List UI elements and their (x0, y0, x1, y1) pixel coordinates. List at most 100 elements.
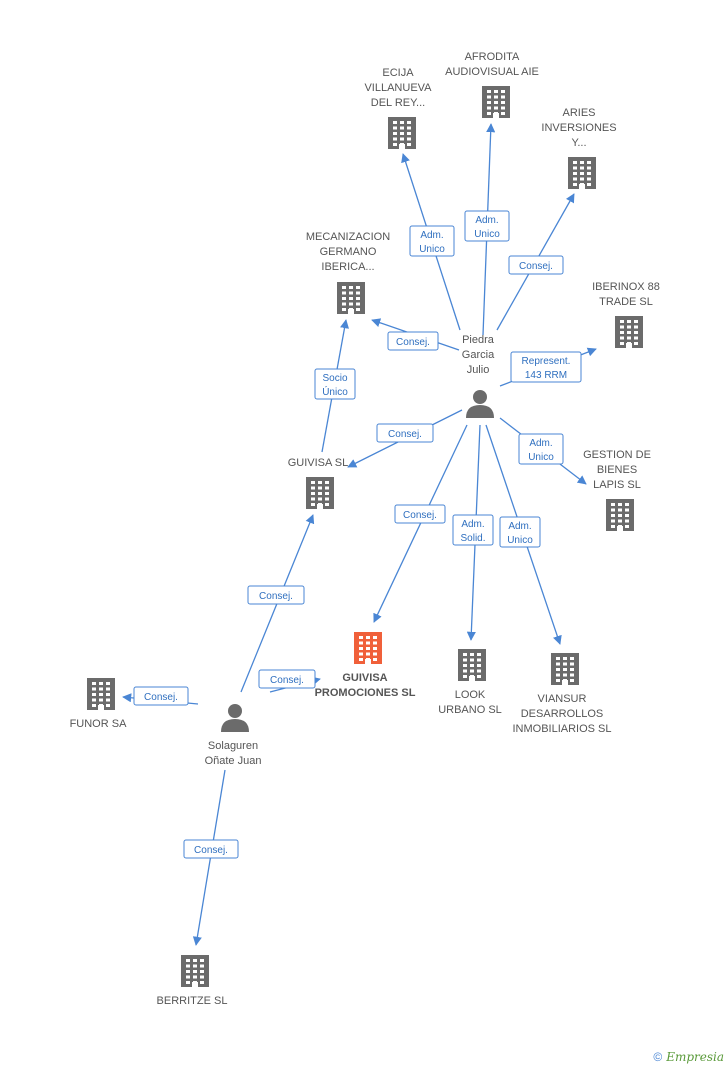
edge-label-text: Consej. (259, 591, 293, 602)
edge-label[interactable]: Consej. (394, 504, 446, 524)
node-label: INVERSIONES (541, 122, 616, 134)
edge-label-text: Adm. (461, 519, 484, 530)
edge-label-text: Adm. (508, 521, 531, 532)
edge-label-text: Consej. (270, 675, 304, 686)
node-label: GUIVISA (342, 672, 387, 684)
node-label: AUDIOVISUAL AIE (445, 66, 539, 78)
edge-label-box (387, 331, 439, 351)
node-label: BERRITZE SL (157, 995, 228, 1007)
node-label: ECIJA (382, 67, 414, 79)
person-icon (221, 704, 249, 732)
edge-label-text: Consej. (403, 510, 437, 521)
edge-label-box (183, 839, 239, 859)
building-icon (568, 157, 596, 189)
node-label: Piedra (462, 334, 495, 346)
node-label: IBERICA... (321, 261, 374, 273)
node-label: INMOBILIARIOS SL (512, 723, 611, 735)
edge-label[interactable]: Consej. (258, 669, 316, 689)
node-label: DESARROLLOS (521, 708, 604, 720)
edge-label[interactable]: Consej. (376, 423, 434, 443)
edge-label-text: Represent. (522, 356, 571, 367)
node-label: Oñate Juan (205, 755, 262, 767)
building-icon (606, 499, 634, 531)
node-label: BIENES (597, 464, 637, 476)
edge-label-box (247, 585, 305, 605)
node-label: ARIES (562, 107, 595, 119)
node-label: Y... (571, 137, 586, 149)
person-icon (466, 390, 494, 418)
copyright-icon: © (653, 1050, 663, 1064)
building-icon (337, 282, 365, 314)
node-label: FUNOR SA (70, 718, 128, 730)
building-icon (615, 316, 643, 348)
node-label: AFRODITA (465, 51, 520, 63)
brand-logo: Empresia (666, 1050, 724, 1064)
edge-label-text: Adm. (420, 230, 443, 241)
node-label: DEL REY... (371, 97, 425, 109)
edge-label[interactable]: Consej. (247, 585, 305, 605)
node-mecanizacion[interactable]: MECANIZACIONGERMANOIBERICA... (306, 231, 390, 314)
edge-label-text: 143 RRM (525, 370, 567, 381)
edge-label-box (409, 225, 455, 257)
edge-label-box (499, 516, 541, 548)
edge-label-text: Adm. (475, 215, 498, 226)
edge-label[interactable]: Consej. (387, 331, 439, 351)
node-label: Solaguren (208, 740, 258, 752)
edge-label[interactable]: Adm. Unico (409, 225, 455, 257)
node-aries[interactable]: ARIES INVERSIONES Y... (541, 107, 617, 189)
edge-label-text: Unico (419, 244, 445, 255)
edge-label[interactable]: Consej. (508, 255, 564, 275)
node-label: Julio (467, 364, 490, 376)
edge-label-text: Socio (322, 373, 347, 384)
node-label: GUIVISA SL (288, 457, 349, 469)
edge-label[interactable]: Adm. Unico (518, 433, 564, 465)
edge-label-box (258, 669, 316, 689)
edge-label-text: Solid. (460, 533, 485, 544)
building-icon (482, 86, 510, 118)
node-label: Garcia (462, 349, 495, 361)
edge-label-box (518, 433, 564, 465)
edge-label-box (394, 504, 446, 524)
edge-label-box (452, 514, 494, 546)
edge-label[interactable]: Represent. 143 RRM (510, 351, 582, 383)
building-icon (458, 649, 486, 681)
node-berritze[interactable]: BERRITZE SL (157, 955, 228, 1007)
edge-label-text: Unico (507, 535, 533, 546)
edge-label-box (510, 351, 582, 383)
edge-label-box (464, 210, 510, 242)
edge-label-text: Unico (474, 229, 500, 240)
node-label: URBANO SL (438, 704, 502, 716)
edge-label-text: Unico (528, 452, 554, 463)
edge-label[interactable]: Adm. Unico (499, 516, 541, 548)
node-label: IBERINOX 88 (592, 281, 660, 293)
building-icon (181, 955, 209, 987)
edge-label-text: Consej. (396, 337, 430, 348)
node-guivisa_prom[interactable]: GUIVISA PROMOCIONES SL (315, 632, 416, 699)
node-ecija[interactable]: ECIJA VILLANUEVA DEL REY... (364, 67, 432, 149)
edge-label[interactable]: Consej. (133, 686, 189, 706)
edge-label-text: Adm. (529, 438, 552, 449)
edge-labels-layer: Adm.UnicoAdm.UnicoConsej.Consej.Represen… (133, 210, 582, 859)
node-label: PROMOCIONES SL (315, 687, 416, 699)
node-funor[interactable]: FUNOR SA (70, 678, 128, 730)
edge-label[interactable]: Adm. Solid. (452, 514, 494, 546)
edge-label[interactable]: Adm. Unico (464, 210, 510, 242)
edge-label[interactable]: Consej. (183, 839, 239, 859)
footer-brand[interactable]: ©Empresia (653, 1050, 724, 1064)
building-icon (306, 477, 334, 509)
node-label: MECANIZACION (306, 231, 390, 243)
edge-label-box (376, 423, 434, 443)
node-label: VILLANUEVA (364, 82, 432, 94)
node-guivisa[interactable]: GUIVISA SL (288, 457, 349, 509)
edge-label-text: Único (322, 385, 348, 398)
building-icon (87, 678, 115, 710)
node-afrodita[interactable]: AFRODITA AUDIOVISUAL AIE (445, 51, 539, 118)
edge-label-text: Consej. (388, 429, 422, 440)
